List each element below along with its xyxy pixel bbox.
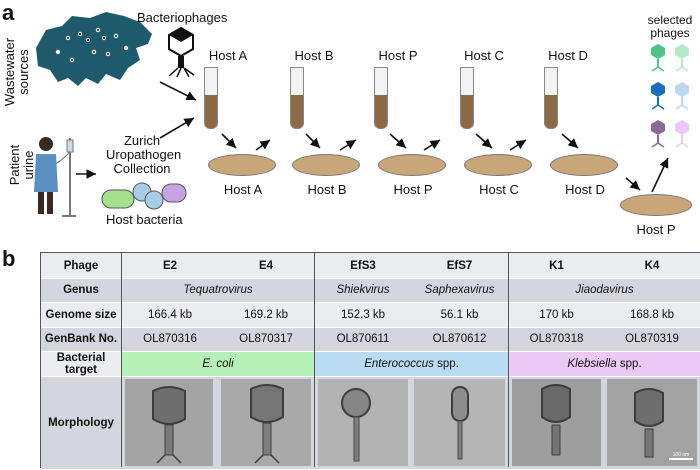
dish-host-c: Host C	[464, 154, 534, 197]
tube-host-p: Host P	[370, 48, 410, 129]
target-ecoli: E. coli	[122, 351, 314, 376]
dish-host-label: Host B	[292, 182, 362, 197]
micrograph-k4: 100 nm	[607, 379, 697, 466]
genbank-efs7: OL870612	[411, 327, 508, 351]
tube-host-label: Host D	[538, 48, 598, 63]
target-klebsiella-name: Klebsiella	[567, 358, 616, 370]
label-phage: Phage	[41, 253, 121, 278]
culture-tube	[460, 67, 474, 129]
dish-host-label: Host D	[550, 182, 620, 197]
tube-host-b: Host B	[286, 48, 326, 129]
micrograph-e2	[125, 379, 213, 466]
genbank-k4: OL870319	[604, 327, 700, 351]
micrograph-efs3	[318, 379, 408, 466]
dish-host-b: Host B	[292, 154, 362, 197]
label-morphology: Morphology	[41, 376, 121, 469]
genus-jiaodavirus: Jiaodavirus	[509, 278, 700, 302]
dish-host-d: Host D	[550, 154, 620, 197]
culture-tube	[290, 67, 304, 129]
phage-name-efs3: EfS3	[315, 253, 411, 278]
genbank-e4: OL870317	[218, 327, 314, 351]
tube-host-label: Host C	[454, 48, 514, 63]
genome-k4: 168.8 kb	[604, 302, 700, 327]
tube-host-label: Host B	[284, 48, 344, 63]
target-klebsiella-suffix: spp.	[617, 358, 642, 370]
tube-host-a: Host A	[200, 48, 240, 129]
petri-dish	[378, 154, 446, 176]
target-ecoli-name: E. coli	[202, 358, 233, 370]
final-dish-host-label: Host P	[620, 222, 692, 237]
target-enterococcus: Enterococcus spp.	[315, 351, 508, 376]
tube-host-label: Host P	[368, 48, 428, 63]
culture-tube	[374, 67, 388, 129]
genus-tequatrovirus: Tequatrovirus	[122, 278, 314, 302]
phage-table: E. coli Enterococcus spp. Klebsiella spp…	[40, 252, 700, 468]
target-klebsiella: Klebsiella spp.	[509, 351, 700, 376]
tube-host-c: Host C	[456, 48, 496, 129]
culture-tube	[544, 67, 558, 129]
selected-phages-line-2: phages	[640, 27, 700, 40]
dish-host-label: Host C	[464, 182, 534, 197]
petri-dish	[292, 154, 360, 176]
flow-arrows	[0, 0, 700, 250]
label-genome-size: Genome size	[41, 302, 121, 327]
petri-dish	[620, 194, 692, 216]
genus-saphexavirus: Saphexavirus	[411, 278, 508, 302]
scale-bar-label: 100 nm	[673, 452, 690, 458]
genome-efs3: 152.3 kb	[315, 302, 411, 327]
petri-dish	[550, 154, 618, 176]
label-genbank: GenBank No.	[41, 327, 121, 351]
target-enterococcus-suffix: spp.	[434, 358, 459, 370]
target-enterococcus-name: Enterococcus	[364, 358, 434, 370]
genbank-k1: OL870318	[509, 327, 604, 351]
genome-k1: 170 kb	[509, 302, 604, 327]
petri-dish	[208, 154, 276, 176]
phage-name-k1: K1	[509, 253, 604, 278]
dish-host-label: Host P	[378, 182, 448, 197]
micrograph-k1	[512, 379, 601, 466]
dish-final-host-p: Host P	[620, 194, 692, 237]
tube-host-label: Host A	[198, 48, 258, 63]
genbank-efs3: OL870611	[315, 327, 411, 351]
green-phage-pair	[651, 44, 689, 71]
tube-host-d: Host D	[540, 48, 580, 129]
selected-phages-icons	[648, 42, 696, 152]
genome-e2: 166.4 kb	[122, 302, 218, 327]
micrograph-efs7	[414, 379, 505, 466]
phage-name-k4: K4	[604, 253, 700, 278]
culture-tube	[204, 67, 218, 129]
petri-dish	[464, 154, 532, 176]
panel-b-letter: b	[2, 246, 15, 272]
genome-efs7: 56.1 kb	[411, 302, 508, 327]
selected-phages-label: selected phages	[640, 14, 700, 40]
micrograph-e4	[221, 379, 311, 466]
dish-host-a: Host A	[208, 154, 278, 197]
genbank-e2: OL870316	[122, 327, 218, 351]
phage-name-e4: E4	[218, 253, 314, 278]
dish-host-label: Host A	[208, 182, 278, 197]
phage-name-e2: E2	[122, 253, 218, 278]
genus-shiekvirus: Shiekvirus	[315, 278, 411, 302]
dish-host-p: Host P	[378, 154, 448, 197]
label-genus: Genus	[41, 278, 121, 302]
phage-name-efs7: EfS7	[411, 253, 508, 278]
label-bacterial-target: Bacterial target	[41, 351, 121, 376]
genome-e4: 169.2 kb	[218, 302, 314, 327]
